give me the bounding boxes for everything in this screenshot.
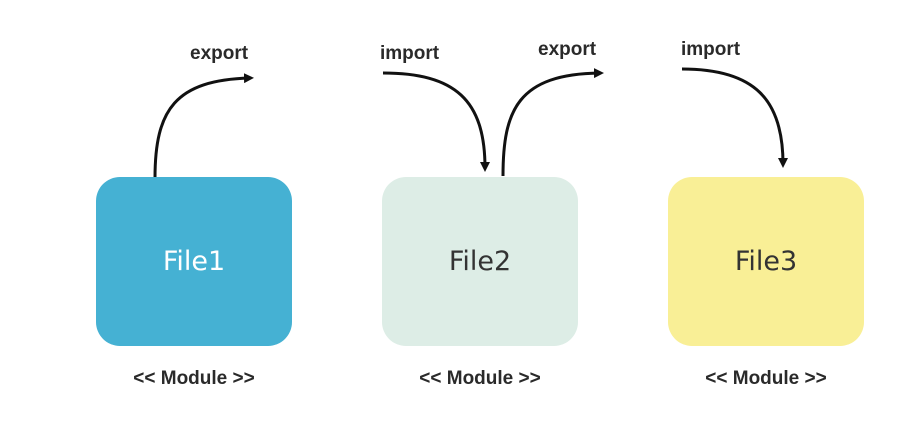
file-name: File2 — [448, 246, 512, 277]
file-name: File3 — [734, 246, 798, 277]
export-arrow-file2 — [501, 68, 604, 177]
module-box-file1: File1 — [96, 177, 292, 346]
import-arrow-file2 — [382, 71, 490, 172]
module-stereotype-file3: << Module >> — [705, 368, 827, 389]
import-label-file2: import — [380, 43, 440, 64]
export-arrow-file1 — [153, 73, 254, 179]
import-label-file3: import — [681, 39, 741, 60]
module-box-file2: File2 — [382, 177, 578, 346]
module-stereotype-file1: << Module >> — [133, 368, 255, 389]
module-stereotype-file2: << Module >> — [419, 368, 541, 389]
export-label-file2: export — [538, 39, 597, 60]
import-arrow-file3 — [681, 67, 788, 168]
export-label-file1: export — [190, 43, 249, 64]
module-box-file3: File3 — [668, 177, 864, 346]
file-name: File1 — [162, 246, 226, 277]
